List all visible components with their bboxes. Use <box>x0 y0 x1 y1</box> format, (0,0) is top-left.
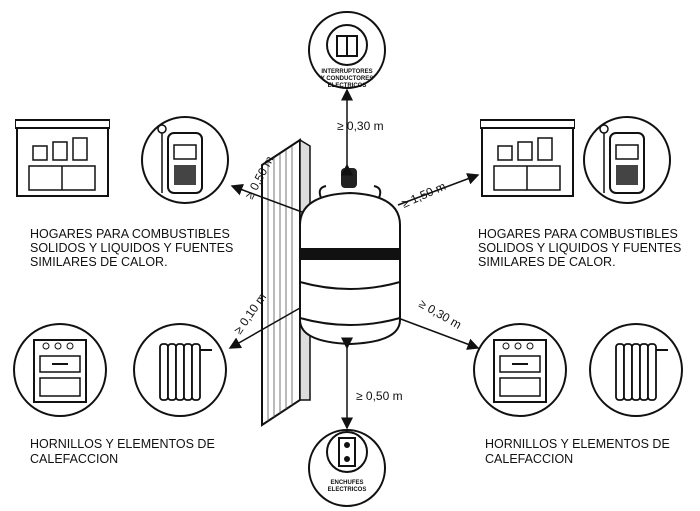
switches-icon-circle: INTERRUPTORES Y CONDUCTORES ELECTRICOS <box>308 11 386 89</box>
caption-left-upper: HOGARES PARA COMBUSTIBLES <box>30 227 230 241</box>
fireplace-house-icon-right <box>480 119 575 197</box>
caption-right-upper: HOGARES PARA COMBUSTIBLES <box>478 227 678 241</box>
top-label-line: Y CONDUCTORES <box>321 76 373 82</box>
caption-right-lower: HORNILLOS Y ELEMENTOS DE <box>485 437 670 451</box>
distance-right-lower: ≥ 0,30 m <box>417 296 464 331</box>
radiator-icon-left <box>133 323 227 417</box>
water-heater-icon-left <box>141 116 229 204</box>
caption-left-lower: HORNILLOS Y ELEMENTOS DE <box>30 437 215 451</box>
gas-cylinder <box>299 168 401 346</box>
distance-arrows <box>228 88 480 430</box>
caption-left-upper: SOLIDOS Y LIQUIDOS Y FUENTES <box>30 241 233 255</box>
fireplace-house-icon-left <box>15 119 110 197</box>
top-label-line: INTERRUPTORES <box>321 69 372 75</box>
radiator-icon-right <box>589 323 683 417</box>
caption-left-upper: SIMILARES DE CALOR. <box>30 255 168 269</box>
stove-icon-left <box>13 323 107 417</box>
caption-right-upper: SOLIDOS Y LIQUIDOS Y FUENTES <box>478 241 681 255</box>
stove-icon-right <box>473 323 567 417</box>
caption-right-lower: CALEFACCION <box>485 452 573 466</box>
bottom-label-line: ENCHUFES <box>330 480 363 486</box>
caption-right-upper: SIMILARES DE CALOR. <box>478 255 616 269</box>
water-heater-icon-right <box>583 116 671 204</box>
caption-left-lower: CALEFACCION <box>30 452 118 466</box>
distance-right-upper: ≥ 1,50 m <box>400 179 448 211</box>
distance-bottom: ≥ 0,50 m <box>356 389 403 403</box>
sockets-icon-circle: ENCHUFES ELECTRICOS <box>308 429 386 507</box>
bottom-label-line: ELECTRICOS <box>328 487 367 493</box>
top-label-line: ELECTRICOS <box>328 83 367 89</box>
distance-top: ≥ 0,30 m <box>337 119 384 133</box>
